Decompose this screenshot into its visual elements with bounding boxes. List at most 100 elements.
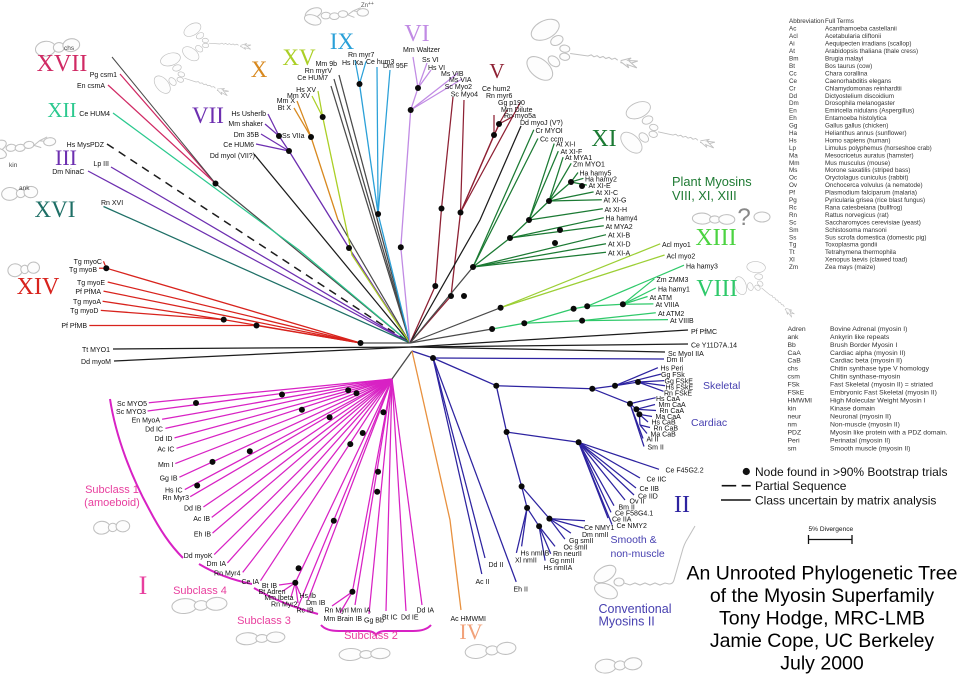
svg-text:Gg Bb: Gg Bb — [364, 618, 384, 625]
svg-text:XI: XI — [591, 126, 616, 152]
svg-text:An Unrooted Phylogenetic Tree: An Unrooted Phylogenetic Tree — [686, 563, 957, 585]
svg-text:kin: kin — [788, 406, 797, 413]
svg-text:Hs FSkE: Hs FSkE — [666, 385, 694, 392]
svg-text:Sc MyoI IIA: Sc MyoI IIA — [668, 351, 704, 358]
svg-text:Ce Y11D7A.14: Ce Y11D7A.14 — [691, 343, 737, 350]
svg-text:Dd myoM: Dd myoM — [81, 359, 111, 366]
svg-text:En csmA: En csmA — [77, 83, 105, 90]
svg-text:Ce hum2: Ce hum2 — [482, 86, 511, 93]
svg-text:Emiricella nidulans (Aspergill: Emiricella nidulans (Aspergillus) — [825, 108, 914, 115]
svg-text:At XI-C: At XI-C — [596, 190, 619, 197]
svg-text:Cardiac alpha (myosin II): Cardiac alpha (myosin II) — [830, 350, 906, 357]
svg-text:Subclass 1: Subclass 1 — [85, 484, 139, 496]
svg-text:Pg: Pg — [789, 197, 797, 204]
svg-text:Dd IC: Dd IC — [145, 427, 163, 434]
svg-text:Ss: Ss — [789, 234, 796, 241]
svg-text:Homo sapiens (human): Homo sapiens (human) — [825, 138, 890, 145]
svg-text:?: ? — [737, 204, 750, 231]
svg-text:Caenorhabditis elegans: Caenorhabditis elegans — [825, 78, 891, 85]
svg-text:Gg p190: Gg p190 — [498, 100, 525, 107]
svg-text:sm: sm — [788, 445, 797, 452]
svg-text:July 2000: July 2000 — [780, 653, 864, 675]
svg-text:Ha hamy4: Ha hamy4 — [606, 216, 638, 223]
svg-text:Ha hamy2: Ha hamy2 — [585, 177, 617, 184]
svg-text:Gg FSkE: Gg FSkE — [665, 379, 694, 386]
svg-text:Pf PfMC: Pf PfMC — [691, 329, 717, 336]
svg-text:Hs Ib: Hs Ib — [300, 593, 316, 600]
svg-text:Ov: Ov — [789, 182, 798, 189]
svg-text:Bt X: Bt X — [278, 105, 292, 112]
svg-text:Ai: Ai — [789, 41, 795, 48]
svg-text:Ce IIA: Ce IIA — [612, 517, 632, 524]
svg-text:Full Terms: Full Terms — [825, 18, 854, 25]
svg-text:XIII: XIII — [695, 225, 736, 251]
svg-text:Dd myoK: Dd myoK — [184, 553, 213, 560]
svg-text:Smooth muscle (myosin II): Smooth muscle (myosin II) — [830, 445, 910, 452]
svg-text:Acanthamoeba castellanii: Acanthamoeba castellanii — [825, 26, 897, 33]
svg-text:Tg myoA: Tg myoA — [73, 299, 101, 306]
svg-text:Ha hamy3: Ha hamy3 — [686, 264, 718, 271]
svg-text:Ss VI: Ss VI — [422, 57, 439, 64]
svg-text:CaA: CaA — [788, 350, 802, 357]
svg-text:Ce NMY1: Ce NMY1 — [584, 525, 614, 532]
svg-text:Gg: Gg — [789, 123, 798, 130]
svg-text:Ma CaB: Ma CaB — [651, 432, 677, 439]
svg-text:HMWMI: HMWMI — [788, 398, 813, 405]
svg-text:Xenopus laevis (clawed toad): Xenopus laevis (clawed toad) — [825, 257, 907, 264]
svg-text:At VIIIB: At VIIIB — [670, 318, 694, 325]
svg-text:Ha hamy5: Ha hamy5 — [580, 171, 612, 178]
svg-text:Mm X: Mm X — [277, 98, 296, 105]
svg-text:Tony Hodge, MRC-LMB: Tony Hodge, MRC-LMB — [719, 608, 925, 630]
svg-text:Mm Ibeta: Mm Ibeta — [264, 595, 293, 602]
svg-text:Hs XV: Hs XV — [296, 87, 316, 94]
svg-text:XII: XII — [47, 98, 76, 122]
svg-text:non-muscle: non-muscle — [611, 548, 665, 560]
svg-text:Ai II: Ai II — [647, 437, 659, 444]
svg-text:Hs IC: Hs IC — [165, 488, 183, 495]
svg-text:Xl: Xl — [789, 257, 795, 264]
svg-text:Rn Myr3: Rn Myr3 — [163, 495, 190, 502]
svg-text:Adren: Adren — [788, 326, 806, 333]
svg-text:Mm: Mm — [789, 160, 800, 167]
svg-text:Ss VIIa: Ss VIIa — [282, 133, 305, 140]
svg-text:Sus scrofa domestica (domestic: Sus scrofa domestica (domestic pig) — [825, 234, 927, 241]
svg-text:Tg myoC: Tg myoC — [74, 259, 102, 266]
svg-text:Kinase domain: Kinase domain — [830, 406, 875, 413]
svg-text:At ATM2: At ATM2 — [658, 311, 684, 318]
svg-text:Pyricularia grisea (rice blast: Pyricularia grisea (rice blast fungus) — [825, 197, 925, 204]
svg-text:Ac HMWMI: Ac HMWMI — [451, 616, 486, 623]
svg-text:Mm XV: Mm XV — [287, 93, 310, 100]
svg-text:Eh: Eh — [789, 115, 797, 122]
svg-text:Cr MYOI: Cr MYOI — [536, 128, 563, 135]
svg-text:Ac IB: Ac IB — [193, 516, 210, 523]
svg-text:Gg nmII: Gg nmII — [550, 558, 575, 565]
svg-text:Tetrahymena thermophila: Tetrahymena thermophila — [825, 249, 897, 256]
svg-text:Rn myr7: Rn myr7 — [348, 52, 375, 59]
svg-text:Hs: Hs — [789, 138, 797, 145]
svg-text:Tg myoE: Tg myoE — [77, 280, 105, 287]
svg-text:FSk: FSk — [788, 382, 801, 389]
svg-text:Gg FSk: Gg FSk — [661, 372, 685, 379]
svg-text:Dd myoJ (V?): Dd myoJ (V?) — [520, 120, 563, 127]
svg-text:Sc Myo2: Sc Myo2 — [445, 84, 472, 91]
svg-text:Bos taurus (cow): Bos taurus (cow) — [825, 63, 872, 70]
svg-text:Tt MYO1: Tt MYO1 — [82, 347, 110, 354]
svg-text:Sc MYO3: Sc MYO3 — [116, 409, 146, 416]
svg-text:V: V — [489, 59, 504, 83]
svg-text:Bovine Adrenal (myosin I): Bovine Adrenal (myosin I) — [830, 326, 907, 333]
svg-text:Subclass 3: Subclass 3 — [237, 615, 291, 627]
svg-text:Eh II: Eh II — [514, 587, 528, 594]
svg-text:Dm: Dm — [789, 100, 799, 107]
svg-text:Rn FSkE: Rn FSkE — [664, 391, 692, 398]
svg-text:Ce: Ce — [789, 78, 798, 85]
svg-text:Hs MysPDZ: Hs MysPDZ — [67, 142, 105, 149]
svg-text:Hs CaB: Hs CaB — [652, 420, 676, 427]
svg-text:ank: ank — [19, 185, 30, 192]
svg-text:Cc: Cc — [789, 70, 797, 77]
svg-text:(amoeboid): (amoeboid) — [84, 497, 140, 509]
svg-text:Mm IA: Mm IA — [351, 608, 372, 615]
svg-text:At MYA2: At MYA2 — [606, 224, 633, 231]
svg-text:Perinatal (myosin II): Perinatal (myosin II) — [830, 437, 890, 444]
svg-text:csm: csm — [788, 374, 801, 381]
svg-text:Gg IB: Gg IB — [160, 476, 178, 483]
